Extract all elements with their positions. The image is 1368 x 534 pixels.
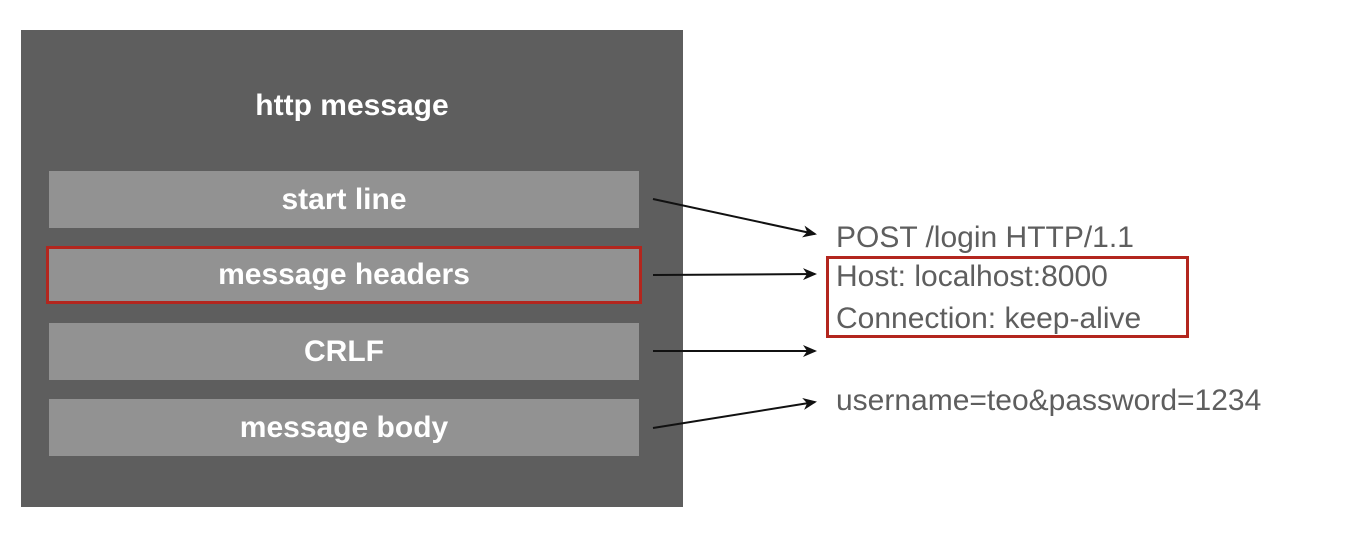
headers-highlight-box [826,256,1189,338]
diagram-title: http message [255,89,449,122]
example-header-host: Host: localhost:8000 [836,260,1108,293]
part-message-body: message body [49,399,639,456]
arrow-start-line [652,198,817,238]
example-body: username=teo&password=1234 [836,384,1262,417]
part-message-headers: message headers [46,246,642,304]
arrow-message-body [652,397,817,429]
part-crlf: CRLF [49,323,639,380]
arrow-message-headers [652,268,817,281]
example-header-connection: Connection: keep-alive [836,302,1142,335]
example-start-line: POST /login HTTP/1.1 [836,221,1134,254]
part-start-line: start line [49,171,639,228]
